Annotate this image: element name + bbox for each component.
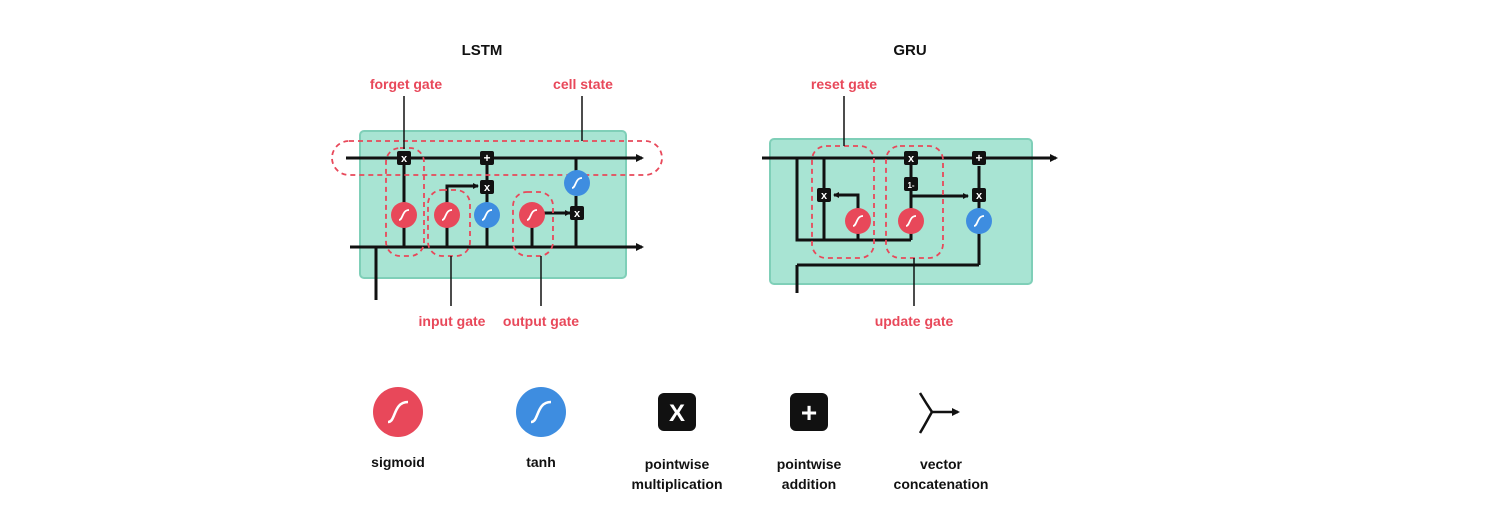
cell-state-outline (331, 140, 663, 176)
svg-text:x: x (574, 208, 581, 220)
gru-one-minus: 1- (904, 177, 918, 191)
gru-update-sigmoid (898, 208, 924, 234)
svg-text:x: x (484, 182, 491, 194)
output-gate-label: output gate (503, 313, 579, 329)
gru-cell-box (769, 138, 1033, 285)
lstm-input-multiply: x (480, 180, 494, 194)
svg-text:x: x (908, 153, 915, 165)
lstm-title: LSTM (462, 42, 503, 59)
input-gate-outline (427, 189, 471, 257)
legend-concatenation-line2: concatenation (894, 476, 989, 492)
lstm-cell-tanh (564, 170, 590, 196)
legend-multiplication-line1: pointwise (645, 456, 710, 472)
cell-state-label: cell state (553, 76, 613, 92)
gru-update-multiply: x (904, 151, 918, 165)
svg-text:+: + (801, 397, 817, 428)
legend-sigmoid-label: sigmoid (371, 454, 425, 470)
legend-tanh-icon (516, 387, 566, 437)
gru-reset-multiply: x (817, 188, 831, 202)
svg-text:+: + (975, 151, 982, 165)
svg-text:+: + (483, 151, 490, 165)
forget-gate-label: forget gate (370, 76, 443, 92)
lstm-input-sigmoid (434, 202, 460, 228)
lstm-cell-add: + (480, 151, 494, 165)
legend-multiply-icon: X (658, 393, 696, 431)
legend: sigmoid tanh X pointwise multiplication … (371, 387, 988, 492)
legend-concatenation-line1: vector (920, 456, 963, 472)
legend-multiplication-line2: multiplication (632, 476, 723, 492)
svg-text:X: X (669, 400, 685, 427)
forget-gate-outline (385, 147, 425, 257)
lstm-output-sigmoid (519, 202, 545, 228)
gru-title: GRU (893, 42, 926, 59)
lstm-gate-outlines (331, 140, 663, 257)
legend-addition-line2: addition (782, 476, 836, 492)
update-gate-label: update gate (875, 313, 954, 329)
lstm-diagram: LSTM (331, 42, 663, 329)
input-gate-label: input gate (419, 313, 486, 329)
svg-text:x: x (821, 190, 828, 202)
svg-text:x: x (976, 190, 983, 202)
gru-tanh (966, 208, 992, 234)
gru-candidate-multiply: x (972, 188, 986, 202)
svg-text:x: x (401, 153, 408, 165)
lstm-forget-sigmoid (391, 202, 417, 228)
legend-sigmoid-icon (373, 387, 423, 437)
legend-addition-line1: pointwise (777, 456, 842, 472)
lstm-input-tanh (474, 202, 500, 228)
svg-text:1-: 1- (907, 181, 914, 190)
gru-diagram: GRU (762, 42, 1058, 329)
lstm-forget-multiply: x (397, 151, 411, 165)
lstm-output-multiply: x (570, 206, 584, 220)
concatenation-icon (918, 392, 960, 434)
gru-add: + (972, 151, 986, 165)
gru-reset-sigmoid (845, 208, 871, 234)
legend-add-icon: + (790, 393, 828, 431)
reset-gate-label: reset gate (811, 76, 877, 92)
legend-tanh-label: tanh (526, 454, 556, 470)
